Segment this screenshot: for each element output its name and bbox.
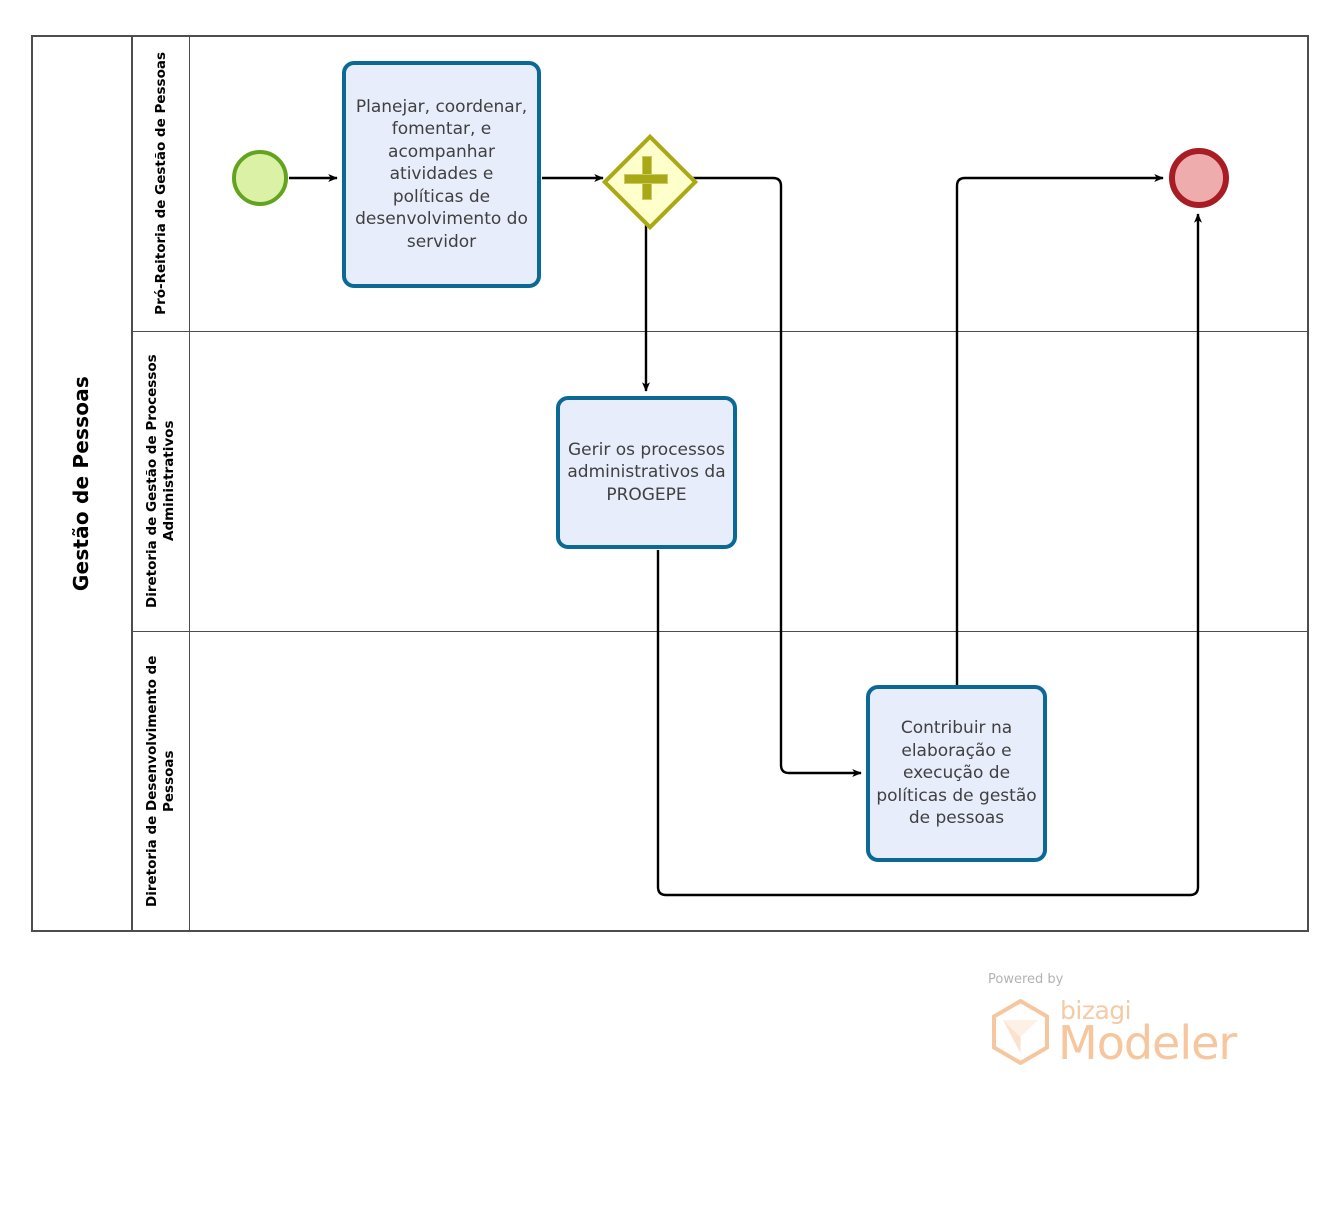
bizagi-watermark: Powered by bizagi Modeler: [988, 972, 1238, 1072]
lane-gestao-processos-label: Diretoria de Gestão de Processos Adminis…: [144, 354, 177, 608]
pool-title: Gestão de Pessoas: [69, 375, 93, 592]
powered-by-label: Powered by: [988, 972, 1064, 987]
lane-desenvolvimento: Diretoria de Desenvolvimento de Pessoas: [133, 631, 1309, 932]
start-event[interactable]: [232, 150, 288, 206]
lane-pro-reitoria: Pró-Reitoria de Gestão de Pessoas: [133, 35, 1309, 331]
bizagi-wordmark: bizagi: [1060, 996, 1132, 1025]
end-event[interactable]: [1169, 148, 1229, 208]
task-planejar[interactable]: Planejar, coordenar, fomentar, e acompan…: [342, 61, 541, 288]
task-gerir[interactable]: Gerir os processos administrativos da PR…: [556, 396, 737, 549]
parallel-plus-icon-bar: [624, 174, 668, 184]
task-planejar-label: Planejar, coordenar, fomentar, e acompan…: [355, 96, 528, 252]
lane-desenvolvimento-header: Diretoria de Desenvolvimento de Pessoas: [133, 631, 190, 932]
lane-gestao-processos: Diretoria de Gestão de Processos Adminis…: [133, 331, 1309, 631]
modeler-wordmark: Modeler: [1058, 1016, 1237, 1070]
task-contribuir[interactable]: Contribuir na elaboração e execução de p…: [866, 685, 1047, 862]
lane-pro-reitoria-label: Pró-Reitoria de Gestão de Pessoas: [152, 51, 169, 315]
bizagi-hexagon-icon: [992, 999, 1049, 1065]
lane-desenvolvimento-label: Diretoria de Desenvolvimento de Pessoas: [144, 655, 177, 908]
lane-gestao-processos-header: Diretoria de Gestão de Processos Adminis…: [133, 331, 190, 631]
lane-pro-reitoria-header: Pró-Reitoria de Gestão de Pessoas: [133, 35, 190, 331]
parallel-gateway[interactable]: [601, 133, 699, 231]
pool-label: Gestão de Pessoas: [31, 35, 133, 932]
task-contribuir-label: Contribuir na elaboração e execução de p…: [876, 718, 1037, 829]
task-gerir-label: Gerir os processos administrativos da PR…: [567, 439, 726, 505]
